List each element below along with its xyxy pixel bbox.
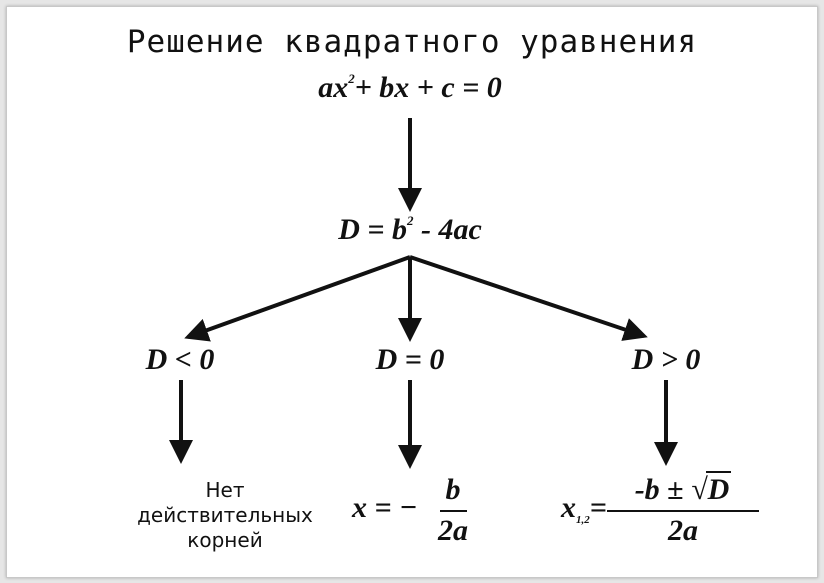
two-roots-subscript: 1,2 — [576, 514, 590, 526]
sqrt-argument: D — [705, 471, 732, 506]
no-roots-line-1: Нет — [205, 478, 245, 502]
no-roots-line-3: корней — [187, 528, 263, 552]
single-root-numerator: b — [439, 473, 467, 512]
arrow-discriminant-to-positive — [409, 255, 648, 341]
single-root-fraction: b 2a — [438, 473, 468, 548]
discriminant-exponent: 2 — [406, 213, 414, 228]
single-root-denominator: 2a — [438, 514, 468, 547]
quadratic-equation: ax2+ bx + c = 0 — [300, 71, 520, 105]
condition-zero: D = 0 — [375, 343, 445, 376]
two-roots-lhs: x1,2= — [561, 491, 607, 526]
equation-rest: + bx + c = 0 — [354, 71, 502, 104]
discriminant-lhs: D = b — [338, 213, 407, 246]
two-roots-numerator: -b ± √D — [607, 471, 759, 512]
no-roots-line-2: действительных — [137, 503, 313, 527]
no-real-roots-text: Нет действительных корней — [130, 478, 320, 553]
two-roots-numerator-pre: -b ± — [634, 473, 692, 506]
two-roots-equals: = — [589, 491, 607, 524]
equation-exponent: 2 — [348, 71, 355, 86]
single-root-prefix: x = − — [352, 491, 418, 524]
diagram-title: Решение квадратного уравнения — [126, 24, 698, 60]
condition-positive: D > 0 — [631, 343, 701, 376]
sqrt-icon: √ — [691, 473, 708, 506]
discriminant-rest: - 4ac — [413, 213, 482, 246]
arrow-discriminant-to-negative — [184, 255, 411, 342]
two-roots-denominator: 2a — [668, 514, 698, 547]
discriminant-formula: D = b2 - 4ac — [320, 213, 500, 247]
two-roots-var: x — [561, 491, 576, 524]
two-roots-fraction: -b ± √D 2a — [607, 471, 759, 548]
condition-negative: D < 0 — [145, 343, 215, 376]
equation-lhs: ax — [318, 71, 349, 104]
